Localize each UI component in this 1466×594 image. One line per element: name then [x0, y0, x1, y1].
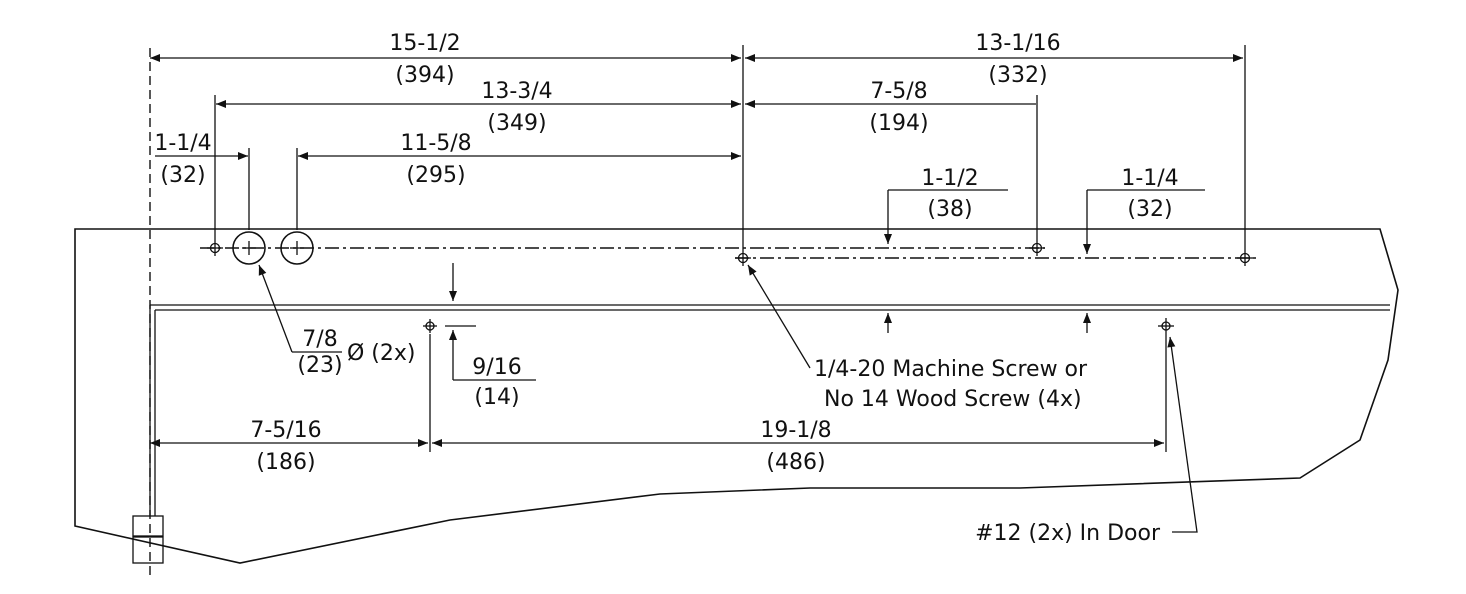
dim-7-5-16: 7-5/16: [250, 418, 321, 443]
screw-hole-1: [735, 250, 751, 266]
frame-hole-left: [423, 319, 437, 333]
small-hole-left: [207, 240, 223, 256]
dim-486: (486): [766, 450, 825, 475]
dim-32-right: (32): [1127, 197, 1172, 222]
dim-295: (295): [406, 163, 465, 188]
inner-frame: [149, 304, 1390, 516]
dim-13-1-16: 13-1/16: [975, 31, 1060, 56]
template-outline: [74, 228, 1399, 564]
dim-1-1-2: 1-1/2: [921, 166, 978, 191]
screw-note-line1: 1/4-20 Machine Screw or: [814, 357, 1088, 382]
screw-hole-3: [1237, 250, 1253, 266]
dim-32-left: (32): [160, 163, 205, 188]
dim-diameter-2x: Ø (2x): [347, 341, 416, 366]
dim-332: (332): [988, 63, 1047, 88]
dim-1-1-4-right: 1-1/4: [1121, 166, 1178, 191]
dimension-lines: [150, 54, 1243, 533]
screw-note-line2: No 14 Wood Screw (4x): [824, 387, 1082, 412]
screw-hole-2: [1029, 240, 1045, 256]
door-note: #12 (2x) In Door: [975, 521, 1161, 546]
dim-349: (349): [487, 111, 546, 136]
door-hole: [1158, 318, 1174, 334]
dim-38: (38): [927, 197, 972, 222]
dim-13-3-4: 13-3/4: [481, 79, 552, 104]
dim-11-5-8: 11-5/8: [400, 131, 471, 156]
dim-19-1-8: 19-1/8: [760, 418, 831, 443]
dim-23: (23): [297, 353, 342, 378]
hinge: [132, 515, 164, 564]
dim-194: (194): [869, 111, 928, 136]
large-hole-1: [232, 231, 266, 265]
dim-15-1-2: 15-1/2: [389, 31, 460, 56]
large-hole-2: [280, 231, 314, 265]
dim-9-16: 9/16: [472, 355, 521, 380]
extension-lines: [214, 45, 1246, 452]
dim-394: (394): [395, 63, 454, 88]
dim-186: (186): [256, 450, 315, 475]
dim-7-5-8: 7-5/8: [870, 79, 927, 104]
dim-14: (14): [474, 385, 519, 410]
dim-7-8: 7/8: [302, 327, 337, 352]
dim-1-1-4-left: 1-1/4: [154, 131, 211, 156]
